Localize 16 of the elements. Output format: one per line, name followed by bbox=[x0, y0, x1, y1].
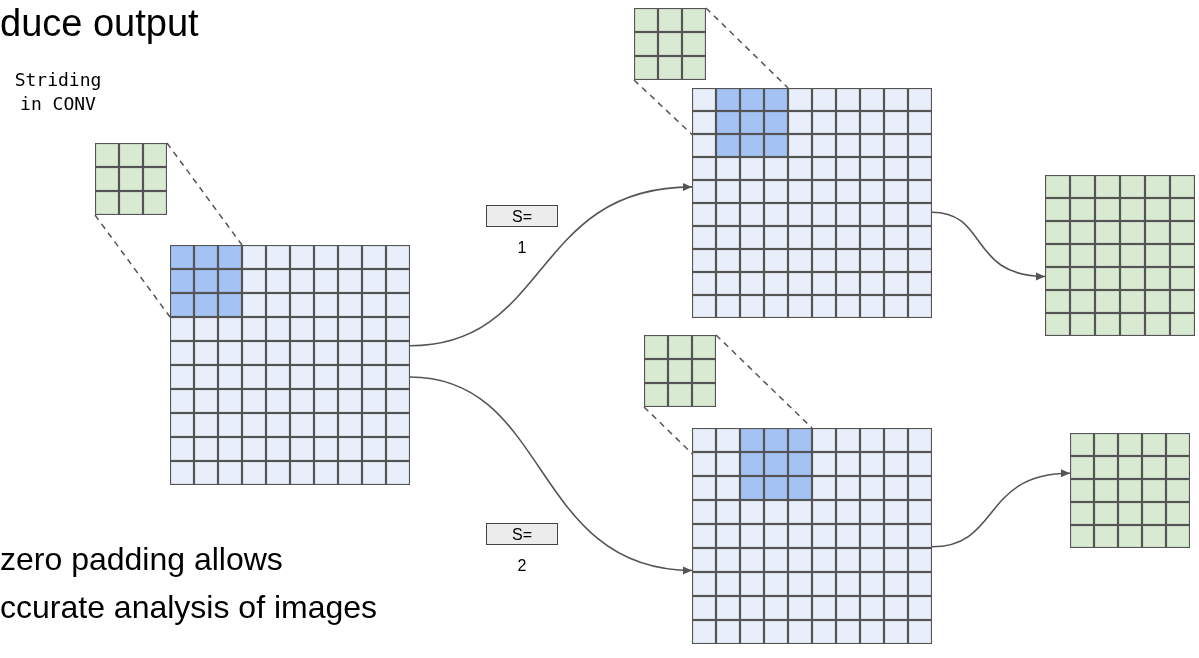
feature-map-grid bbox=[170, 245, 410, 485]
curved-arrow bbox=[409, 376, 693, 574]
feature-map-grid bbox=[692, 428, 932, 644]
stride-tag: S= bbox=[486, 205, 558, 227]
body-text: zero padding allows ccurate analysis of images bbox=[0, 540, 379, 627]
heading-text: duce output bbox=[0, 1, 199, 46]
feature-map-grid bbox=[1070, 433, 1190, 548]
stride-tag: S= bbox=[486, 523, 558, 545]
curved-arrow bbox=[931, 211, 1046, 280]
feature-map-grid bbox=[692, 88, 932, 318]
curved-arrow bbox=[931, 469, 1071, 548]
stride-value: 2 bbox=[516, 557, 528, 575]
feature-map-grid bbox=[1045, 175, 1195, 336]
stride-value: 1 bbox=[516, 239, 528, 257]
caption-text: Striding in CONV bbox=[13, 68, 103, 116]
curved-arrow bbox=[409, 183, 693, 347]
